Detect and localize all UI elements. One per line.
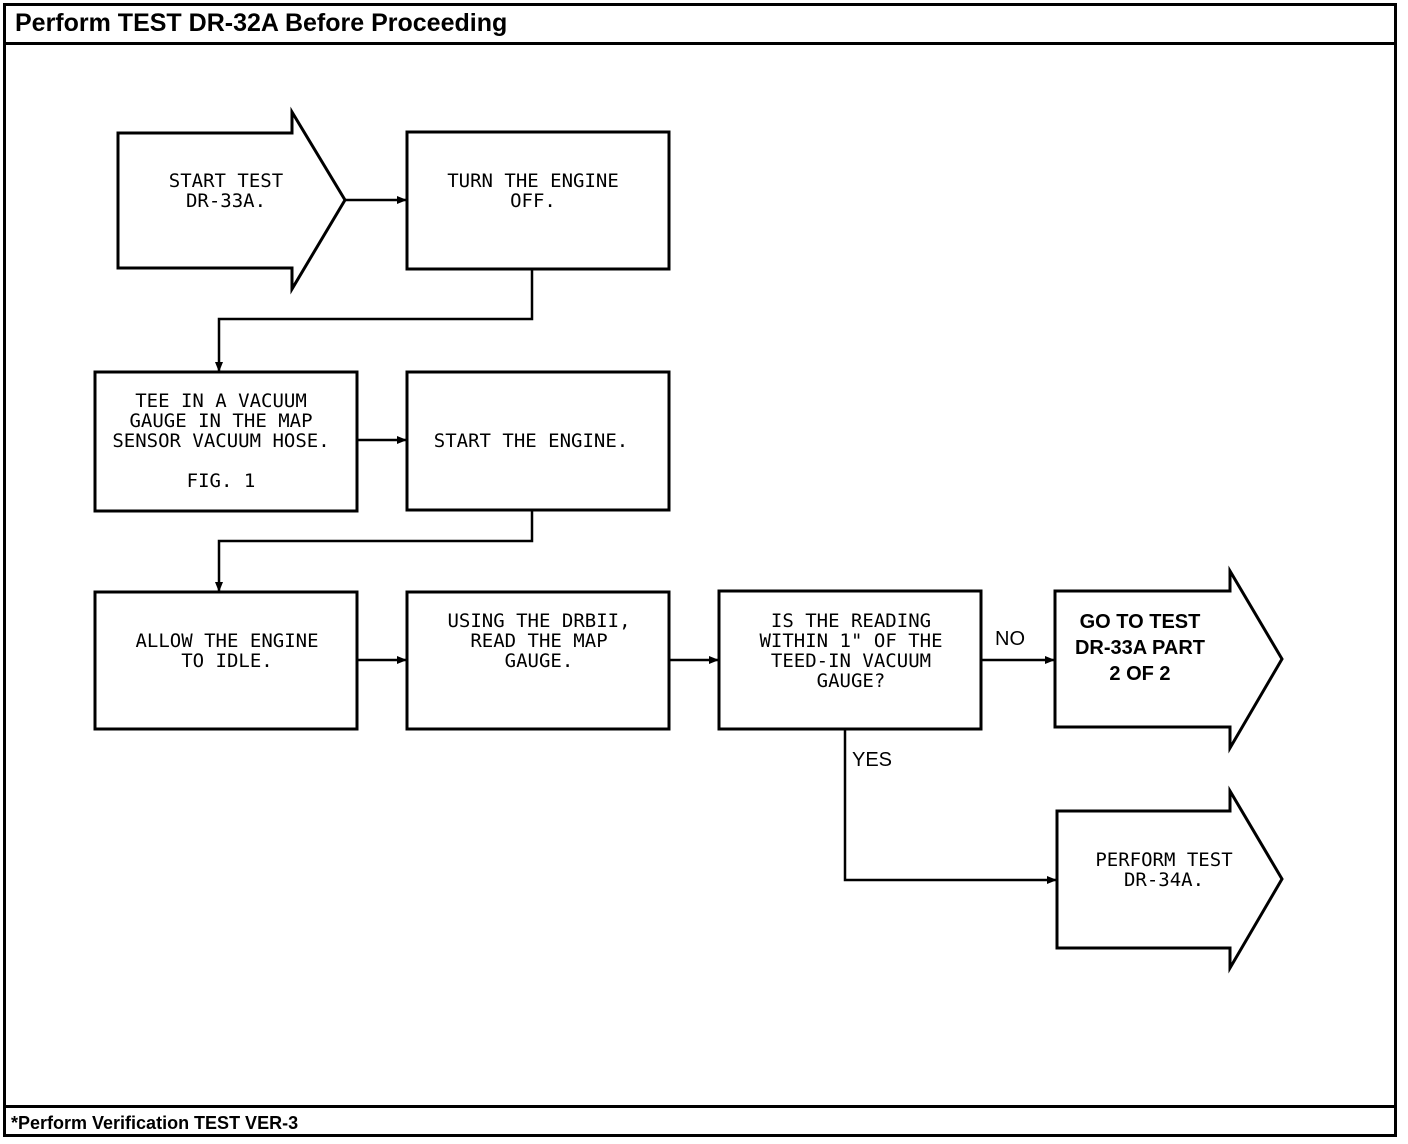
node-turn-off-shape: [405, 130, 671, 271]
node-line: TO IDLE.: [181, 650, 273, 672]
node-line: [215, 450, 226, 472]
node-start-engine-text: START THE ENGINE.: [434, 430, 628, 452]
node-line: DR-33A PART: [1075, 637, 1205, 659]
header-bar: Perform TEST DR-32A Before Proceeding: [3, 3, 1397, 45]
node-line: READ THE MAP: [470, 630, 607, 652]
node-line: 2 OF 2: [1109, 663, 1170, 685]
node-line: GAUGE?: [817, 670, 886, 692]
edge-label-yes: YES: [852, 749, 892, 771]
edge-isreading-yes: [843, 729, 1057, 884]
node-perform-34a-shape: [1055, 785, 1284, 974]
node-line: TEED-IN VACUUM: [771, 650, 931, 672]
page-frame: [3, 3, 1397, 1137]
node-line: FIG. 1: [187, 470, 256, 492]
node-read-map-shape: [405, 590, 671, 731]
node-line: TURN THE ENGINE: [447, 170, 619, 192]
edge-label-no: NO: [995, 628, 1025, 650]
node-allow-idle-shape: [93, 590, 359, 731]
node-line: SENSOR VACUUM HOSE.: [112, 430, 329, 452]
node-line: ALLOW THE ENGINE: [135, 630, 318, 652]
node-line: OFF.: [510, 190, 556, 212]
node-line: DR-33A.: [186, 190, 266, 212]
node-goto-part2-shape: [1053, 565, 1284, 754]
node-line: GAUGE.: [505, 650, 574, 672]
node-line: TEE IN A VACUUM: [135, 390, 307, 412]
node-line: IS THE READING: [771, 610, 931, 632]
node-line: WITHIN 1" OF THE: [759, 630, 942, 652]
footer-bar: *Perform Verification TEST VER-3: [3, 1105, 1397, 1137]
node-line: GAUGE IN THE MAP: [129, 410, 312, 432]
page-title: Perform TEST DR-32A Before Proceeding: [15, 9, 508, 37]
node-line: PERFORM TEST: [1095, 849, 1232, 871]
edge-startengine-to-idle: [215, 510, 534, 592]
edge-turnoff-to-tee: [215, 269, 534, 372]
node-tee-gauge-shape: [93, 370, 359, 513]
node-line: DR-34A.: [1124, 869, 1204, 891]
node-line: USING THE DRBII,: [447, 610, 630, 632]
node-line: START THE ENGINE.: [434, 430, 628, 452]
node-line: START TEST: [169, 170, 283, 192]
node-goto-part2-text: GO TO TEST DR-33A PART 2 OF 2: [1075, 611, 1205, 685]
footer-note: *Perform Verification TEST VER-3: [11, 1113, 299, 1133]
node-line: GO TO TEST: [1080, 611, 1201, 633]
node-start-test-shape: [116, 106, 347, 295]
node-start-engine-shape: [405, 370, 671, 512]
